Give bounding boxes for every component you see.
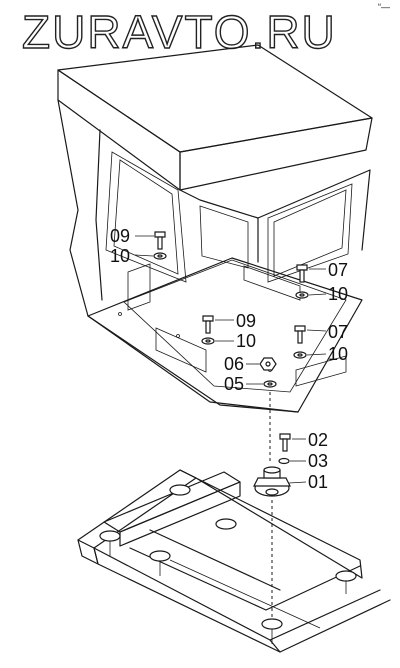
washer-03 xyxy=(278,457,290,465)
callout-10-right-lower: 10 xyxy=(328,344,348,364)
frame-drawing xyxy=(77,469,391,653)
callout-labels: 09 10 07 10 09 10 07 10 06 05 02 03 01 xyxy=(110,226,348,492)
fastener-parts xyxy=(153,231,309,497)
bolt-09-middle xyxy=(202,315,214,322)
callout-07-upper: 07 xyxy=(328,260,348,280)
cab-mount-01 xyxy=(253,466,291,497)
callout-05: 05 xyxy=(224,374,244,394)
callout-09-middle: 09 xyxy=(236,311,256,331)
callout-03: 03 xyxy=(308,451,328,471)
bolt-02 xyxy=(279,433,291,440)
callout-01: 01 xyxy=(308,472,328,492)
callout-06: 06 xyxy=(224,354,244,374)
callout-10-right-upper: 10 xyxy=(328,284,348,304)
bolt-07-lower xyxy=(294,325,306,332)
callout-02: 02 xyxy=(308,430,328,450)
callout-07-lower: 07 xyxy=(328,322,348,342)
callout-09-upper: 09 xyxy=(110,226,130,246)
bolt-07-upper xyxy=(296,264,308,271)
callout-10-upper: 10 xyxy=(110,246,130,266)
callout-10-middle: 10 xyxy=(236,331,256,351)
cab-drawing xyxy=(57,44,373,413)
corner-mark: “— xyxy=(378,2,390,12)
watermark-text: ZURAVTO.RU xyxy=(22,6,337,58)
bolt-09-upper xyxy=(154,231,166,238)
frame-mount-pad xyxy=(99,530,121,542)
leader-lines xyxy=(134,235,327,484)
